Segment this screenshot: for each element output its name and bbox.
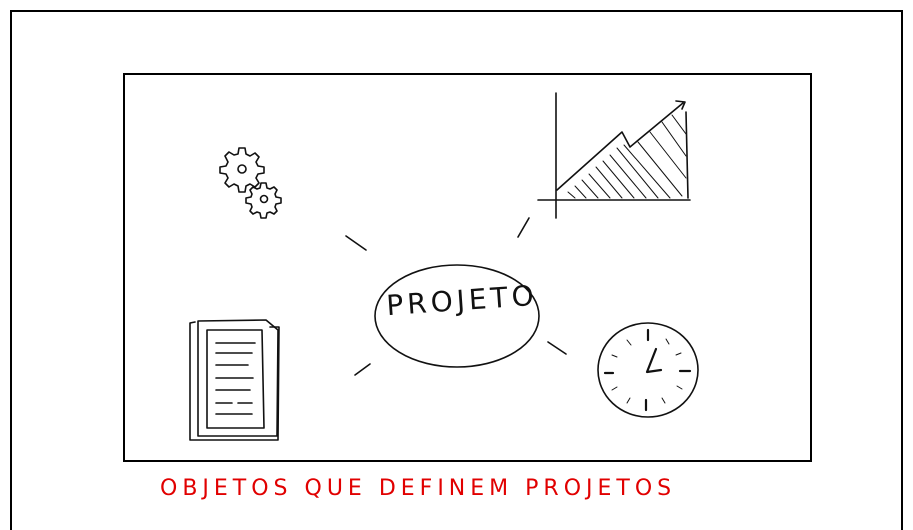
clock-icon bbox=[597, 322, 699, 418]
center-ellipse bbox=[374, 264, 540, 368]
growth-chart-icon bbox=[537, 92, 691, 219]
outer-frame bbox=[10, 10, 903, 530]
document-icon bbox=[189, 319, 280, 441]
caption: OBJETOS QUE DEFINEM PROJETOS bbox=[160, 476, 677, 501]
connector-lines bbox=[345, 217, 567, 376]
gears-icon bbox=[219, 147, 282, 219]
whiteboard-frame bbox=[123, 73, 812, 462]
